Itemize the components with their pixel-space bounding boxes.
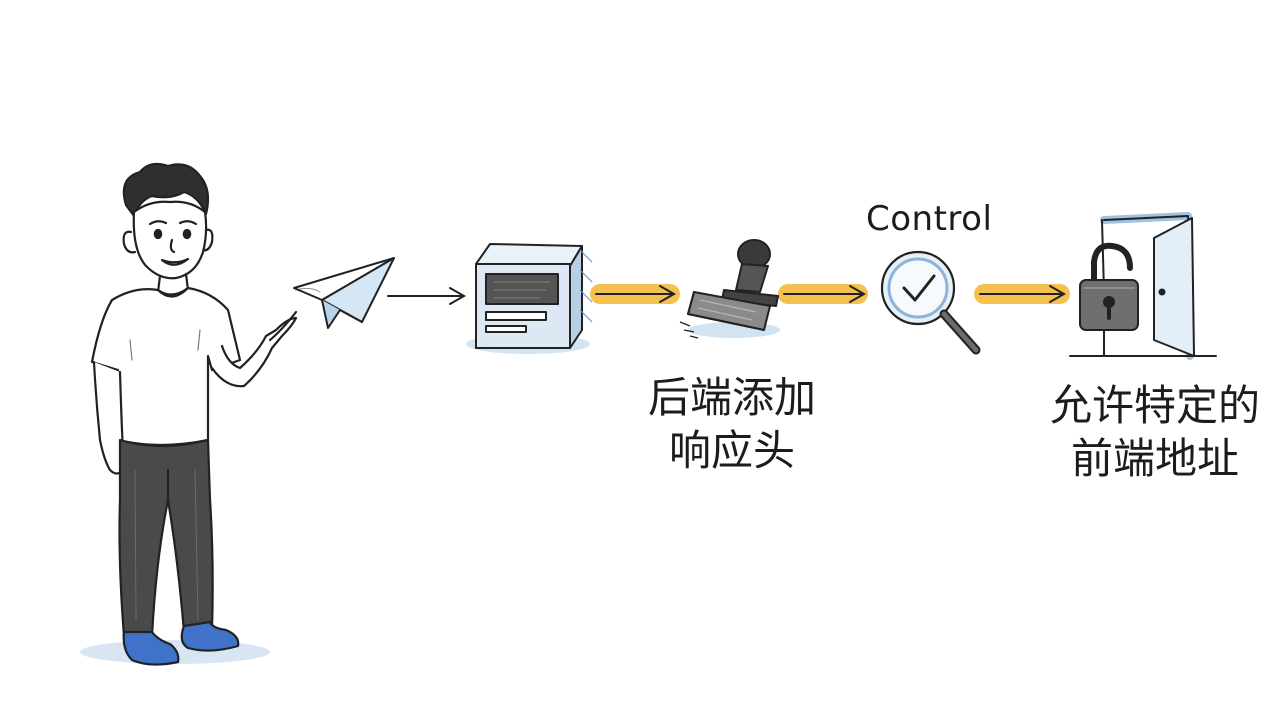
control-label: Control	[866, 199, 993, 239]
server-icon	[466, 243, 593, 354]
arrow-server-to-stamp	[590, 284, 680, 304]
magnifier-check-icon	[880, 250, 981, 355]
allow-frontend-origin-label: 允许特定的 前端地址	[1050, 380, 1260, 485]
backend-adds-header-label: 后端添加 响应头	[648, 372, 816, 477]
stamp-icon	[679, 239, 780, 339]
arrow-plane-to-server	[387, 287, 467, 305]
unlocked-padlock-door-icon	[1069, 212, 1217, 360]
arrow-stamp-to-magnifier	[778, 284, 868, 304]
arrow-magnifier-to-door	[974, 284, 1070, 304]
backend-label-line-2: 响应头	[669, 425, 796, 475]
allow-label-line-2: 前端地址	[1071, 433, 1240, 483]
backend-label-line-1: 后端添加	[648, 373, 817, 422]
person-pointing-icon	[80, 162, 298, 666]
allow-label-line-1: 允许特定的	[1050, 381, 1261, 430]
paper-plane-icon	[293, 257, 395, 329]
